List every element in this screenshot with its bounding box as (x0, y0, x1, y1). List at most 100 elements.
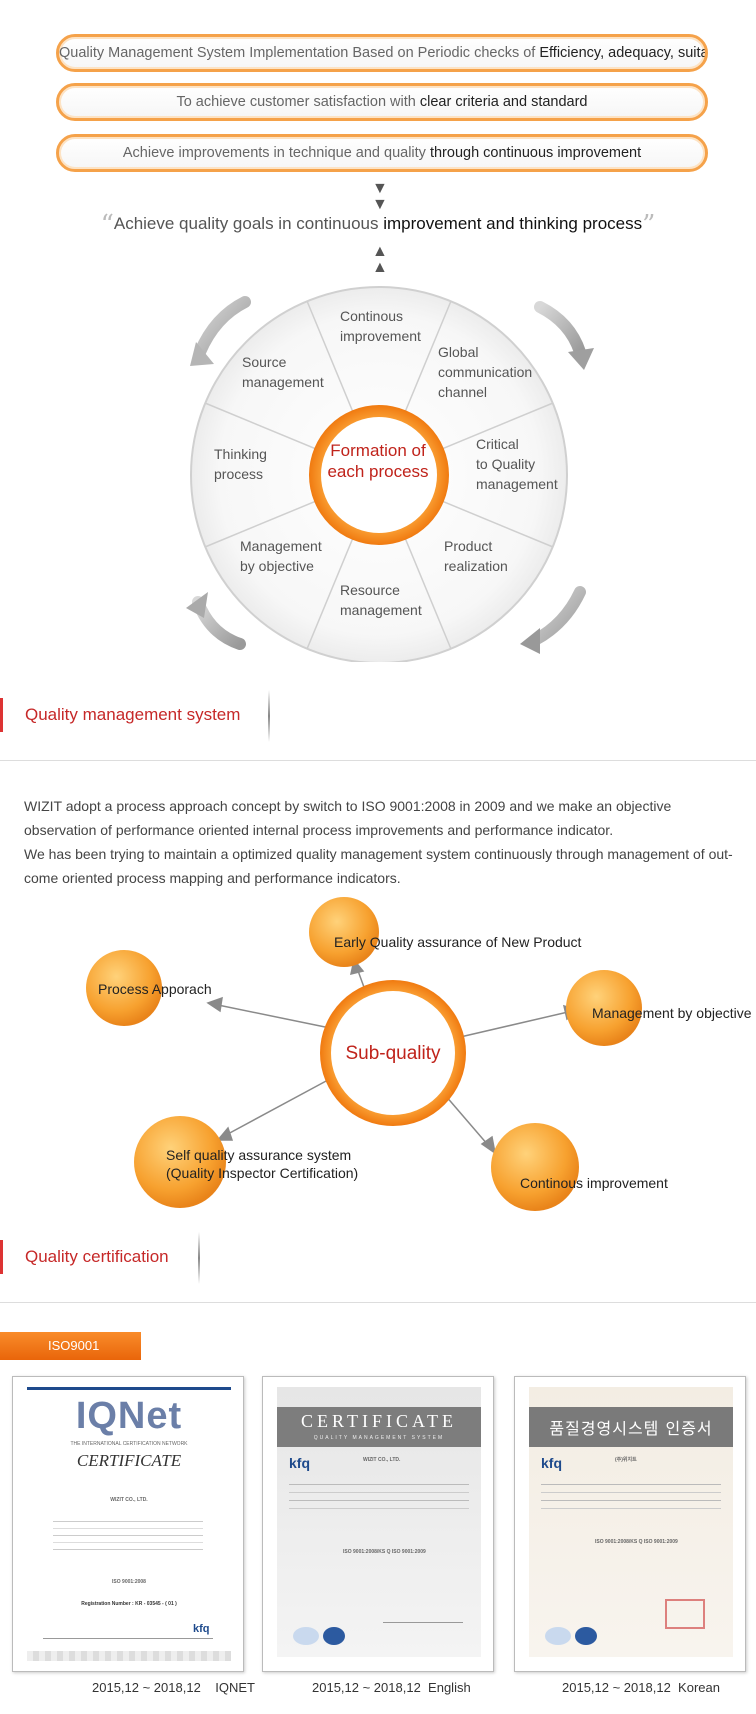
segment-line: improvement (340, 328, 421, 344)
pill-emphasis: through continuous improvement (429, 145, 642, 161)
kab-mark-icon (545, 1627, 571, 1645)
cert-company: WIZIT CO., LTD. (363, 1457, 401, 1463)
segment-line: Management (240, 538, 322, 554)
segment-line: management (476, 476, 558, 492)
section-marker (0, 1240, 3, 1274)
caption-period: 2015,12 ~ 2018,12 (92, 1680, 201, 1695)
cert-sub: QUALITY MANAGEMENT SYSTEM (313, 1435, 445, 1441)
node-process-approach: Process Apporach (98, 981, 212, 997)
section-quality-certification: Quality certification (0, 1232, 200, 1284)
segment-line: Global (438, 344, 479, 360)
signature-line (383, 1607, 463, 1623)
pill-periodic-checks: Quality Management System Implementation… (56, 34, 708, 72)
kfq-logo: kfq (541, 1455, 562, 1471)
segment-line: management (340, 602, 422, 618)
node-process-approach-ball (86, 950, 162, 1026)
node-objective-ball (566, 970, 642, 1046)
kab-mark-icon (293, 1627, 319, 1645)
pill-text: To achieve customer satisfaction with (176, 94, 420, 110)
node-early-quality-ball (309, 897, 379, 967)
segment-product-realization: Product realization (444, 536, 508, 576)
process-wheel (186, 286, 594, 662)
segment-line: realization (444, 558, 508, 574)
qms-description: WIZIT adopt a process approach concept b… (24, 794, 744, 890)
certificate-korean[interactable]: 품질경영시스템 인증서 kfq (주)위지트 ISO 9001:2008/KS … (514, 1376, 746, 1672)
segment-line: Product (444, 538, 493, 554)
horizontal-divider (0, 1302, 756, 1303)
center-line: each process (327, 462, 429, 481)
node-early-quality: Early Quality assurance of New Product (334, 934, 582, 950)
pill-emphasis: clear criteria and standard (419, 94, 588, 110)
cert-company: (주)위지트 (615, 1457, 637, 1463)
kfq-logo: kfq (289, 1455, 310, 1471)
kfq-logo: kfq (193, 1623, 210, 1635)
cert-standard: ISO 9001:2008 (112, 1579, 146, 1585)
open-quote-icon: “ (100, 210, 114, 240)
cert-network: THE INTERNATIONAL CERTIFICATION NETWORK (70, 1441, 188, 1447)
cert-standard: ISO 9001:2008/KS Q ISO 9001:2009 (343, 1549, 426, 1555)
cert-registration: Registration Number : KR - 03545 - ( 01 … (81, 1601, 177, 1607)
section-divider (268, 690, 270, 742)
pill-customer-satisfaction: To achieve customer satisfaction with cl… (56, 83, 708, 121)
node-continuous-ball (491, 1123, 579, 1211)
pill-text: Quality Management System Implementation… (59, 45, 540, 61)
segment-line: Thinking (214, 446, 267, 462)
caption-iqnet: 2015,12 ~ 2018,12 IQNET (92, 1680, 255, 1695)
segment-line: by objective (240, 558, 314, 574)
iso9001-tab[interactable]: ISO9001 (0, 1332, 141, 1360)
node-continuous-improvement: Continous improvement (520, 1175, 668, 1191)
rotate-arrow-top-right (534, 301, 586, 358)
caption-period: 2015,12 ~ 2018,12 (312, 1680, 421, 1695)
quality-goal-quote: “Achieve quality goals in continuous imp… (0, 210, 756, 240)
certificate-english[interactable]: CERTIFICATE QUALITY MANAGEMENT SYSTEM kf… (262, 1376, 494, 1672)
close-quote-icon: ” (642, 210, 656, 240)
segment-line: Continous (340, 308, 404, 324)
segment-continuous-improvement: Continous improvement (340, 306, 421, 346)
certificate-iqnet[interactable]: IQNet THE INTERNATIONAL CERTIFICATION NE… (12, 1376, 244, 1672)
iqnet-logo: IQNet (75, 1395, 183, 1437)
sub-quality-diagram (86, 897, 642, 1211)
segment-critical-to-quality: Critical to Quality management (476, 434, 558, 494)
rotate-arrow-top-left (194, 296, 251, 358)
segment-line: process (214, 466, 264, 482)
caption-english: 2015,12 ~ 2018,12 English (312, 1680, 471, 1695)
node-line: Self quality assurance system (166, 1147, 352, 1163)
caption-period: 2015,12 ~ 2018,12 (562, 1680, 671, 1695)
caption-lang: English (428, 1680, 471, 1695)
cert-company: WIZIT CO., LTD. (110, 1497, 148, 1503)
caption-lang: Korean (678, 1680, 720, 1695)
quote-emphasis: improvement and thinking process (383, 214, 643, 233)
segment-line: management (242, 374, 324, 390)
segment-source-management: Source management (242, 352, 324, 392)
segment-line: Source (242, 354, 287, 370)
center-line: Formation of (330, 441, 426, 460)
segment-management-by-objective: Management by objective (240, 536, 322, 576)
cert-heading: CERTIFICATE (76, 1451, 182, 1470)
section-title: Quality certification (25, 1247, 169, 1266)
paragraph: WIZIT adopt a process approach concept b… (24, 798, 672, 838)
quote-text: Achieve quality goals in continuous (113, 214, 384, 233)
double-arrow-down-icon: ▼▼ (372, 180, 388, 213)
pill-emphasis: Efficiency, adequacy, suitability (539, 45, 708, 61)
seal-stamp (665, 1599, 705, 1629)
segment-line: Critical (476, 436, 519, 452)
node-self-quality-ball (134, 1116, 226, 1208)
double-arrow-up-icon: ▲▲ (372, 243, 388, 276)
node-self-quality-assurance: Self quality assurance system (Quality In… (166, 1146, 358, 1182)
segment-line: to Quality (476, 456, 536, 472)
section-marker (0, 698, 3, 732)
node-management-by-objective: Management by objective (592, 1005, 752, 1021)
cert-heading: CERTIFICATE (301, 1411, 457, 1431)
node-line: (Quality Inspector Certification) (166, 1165, 359, 1181)
caption-korean: 2015,12 ~ 2018,12 Korean (562, 1680, 720, 1695)
pill-text: Achieve improvements in technique and qu… (122, 145, 430, 161)
paragraph: We has been trying to maintain a optimiz… (24, 846, 733, 886)
section-quality-management-system: Quality management system (0, 690, 270, 742)
caption-lang: IQNET (215, 1680, 255, 1695)
sub-quality-center-label: Sub-quality (345, 1043, 441, 1064)
rotate-arrow-bottom-right (529, 586, 586, 646)
wheel-center-label: Formation of each process (318, 440, 438, 482)
iaf-mark-icon (323, 1627, 345, 1645)
